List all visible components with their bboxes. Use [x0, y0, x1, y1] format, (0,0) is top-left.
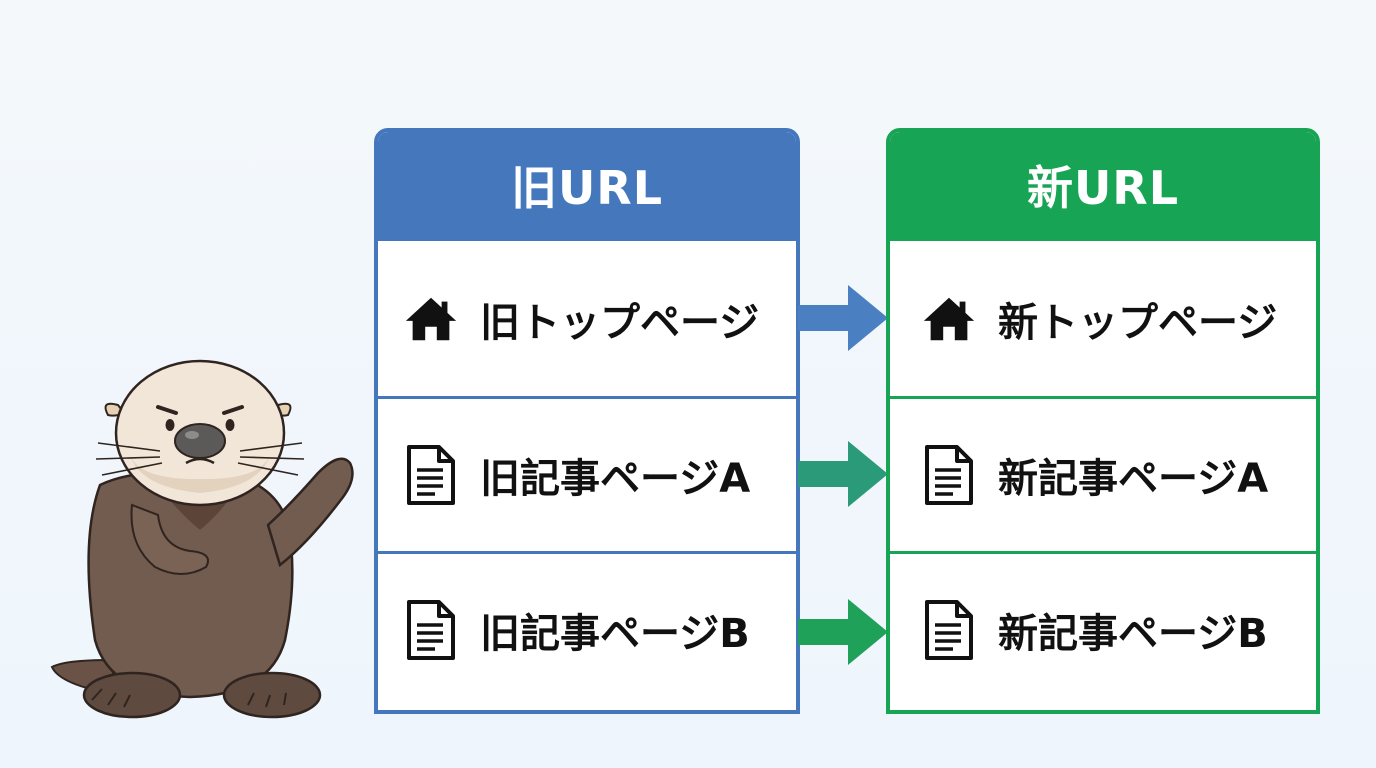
old-url-header: 旧URL	[378, 132, 796, 241]
arrow-right-icon	[798, 441, 888, 507]
home-icon	[918, 288, 980, 350]
document-icon	[918, 444, 980, 506]
old-row-article-b: 旧記事ページB	[378, 551, 796, 706]
new-row-article-a: 新記事ページA	[890, 396, 1316, 551]
document-icon	[400, 599, 462, 661]
old-url-panel: 旧URL 旧トップページ 旧記事ページA 旧記事ページB	[374, 128, 800, 714]
new-row-article-b: 新記事ページB	[890, 551, 1316, 706]
new-url-panel: 新URL 新トップページ 新記事ページA 新記事ページB	[886, 128, 1320, 714]
document-icon	[918, 599, 980, 661]
new-row-top-label: 新トップページ	[998, 299, 1278, 346]
document-icon	[400, 444, 462, 506]
otter-mascot	[50, 359, 354, 719]
old-row-top: 旧トップページ	[378, 241, 796, 396]
new-row-top: 新トップページ	[890, 241, 1316, 396]
old-row-article-a-label: 旧記事ページA	[480, 456, 751, 502]
old-row-article-a: 旧記事ページA	[378, 396, 796, 551]
old-row-article-b-label: 旧記事ページB	[480, 611, 750, 657]
new-row-article-b-label: 新記事ページB	[998, 611, 1268, 657]
arrow-right-icon	[798, 599, 888, 665]
old-row-top-label: 旧トップページ	[480, 299, 760, 346]
new-url-header: 新URL	[890, 132, 1316, 241]
home-icon	[400, 288, 462, 350]
new-row-article-a-label: 新記事ページA	[998, 456, 1269, 502]
arrow-right-icon	[798, 285, 888, 351]
